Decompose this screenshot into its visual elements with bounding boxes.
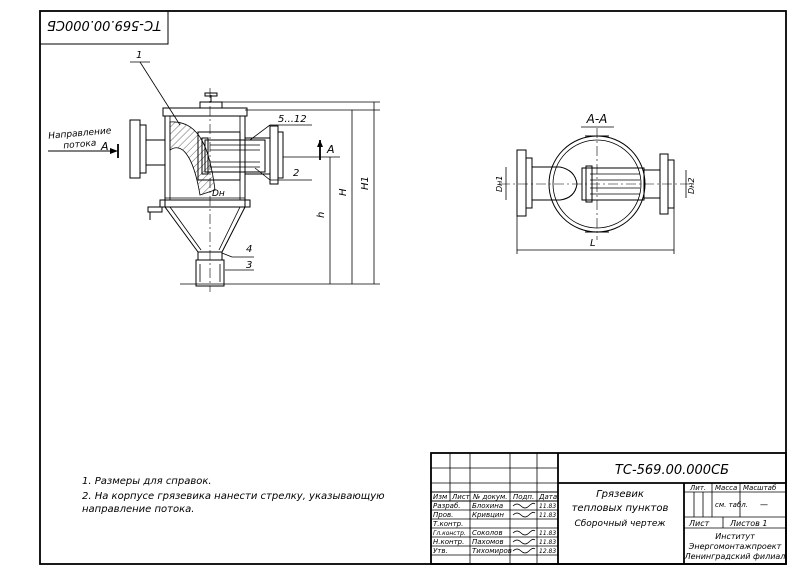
signature [512, 502, 536, 509]
strainer-side-view [129, 88, 284, 292]
signature [512, 538, 536, 545]
tb-row-date: 11.83 [539, 530, 556, 537]
callout-2: 2 [293, 168, 299, 179]
tb-sheets-label: Листов 1 [729, 519, 768, 528]
tb-head-sign: Подп. [513, 493, 534, 501]
tb-row-role: Пров. [433, 511, 453, 519]
note-2: 2. На корпусе грязевика нанести стрелку,… [82, 491, 385, 502]
dim-H1: H1 [360, 176, 371, 190]
tb-scale-value: — [760, 500, 768, 509]
title-block: Изм Лист № докум. Подп. Дата Разраб. Бло… [430, 452, 787, 565]
signature [512, 511, 536, 518]
dim-h: h [316, 212, 327, 218]
note-3: направление потока. [82, 504, 194, 515]
callout-4: 4 [246, 244, 252, 255]
tb-row-date: 11.83 [539, 512, 556, 519]
dim-dn1: Dн1 [495, 176, 504, 192]
height-dimensions: h H H1 Dн [180, 101, 380, 285]
callout-3: 3 [246, 260, 252, 271]
tb-row-date: 11.83 [539, 539, 556, 546]
tb-row-role: Разраб. [433, 502, 461, 510]
tb-row-name: Блохина [472, 502, 503, 510]
tb-row-role: Утв. [433, 547, 448, 555]
notes: 1. Размеры для справок. 2. На корпусе гр… [82, 476, 385, 515]
section-mark-left: А [100, 140, 109, 153]
tb-row-name: Тихомиров [472, 547, 512, 555]
section-view-label: А-А [586, 112, 608, 126]
tb-lit-label: Лит. [689, 484, 706, 492]
tb-mass-value: см. табл. [715, 501, 748, 509]
tb-code: ТС-569.00.000СБ [615, 463, 729, 478]
tb-row-role: Н.контр. [433, 538, 464, 546]
tb-row-role: Гл.констр. [433, 530, 466, 537]
tb-row-name: Соколов [472, 529, 503, 537]
tb-row-name: Кривцин [472, 511, 504, 519]
tb-sheet-label: Лист [688, 519, 710, 528]
top-stamp-code: ТС-569.00.000СБ [47, 17, 161, 32]
tb-row-date: 12.83 [539, 548, 556, 555]
tb-row-role: Т.контр. [433, 520, 463, 528]
signature [512, 529, 536, 536]
dim-dn: Dн [212, 189, 225, 199]
tb-doc-type: Сборочный чертеж [574, 519, 666, 529]
tb-scale-label: Масштаб [743, 484, 777, 492]
tb-name-line2: тепловых пунктов [572, 503, 669, 514]
flow-label-2: потока [63, 139, 97, 152]
top-stamp: ТС-569.00.000СБ [39, 10, 169, 45]
tb-mass-label: Масса [715, 484, 737, 492]
callouts: 1 5...12 2 4 3 [130, 50, 312, 271]
tb-rows: Разраб. Блохина 11.83 Пров. Кривцин 11.8… [433, 502, 556, 555]
dim-dn2: Dн2 [687, 178, 696, 194]
tb-row-name: Пахомов [472, 538, 504, 546]
tb-org-3: Ленинградский филиал [684, 552, 786, 561]
callout-1: 1 [136, 50, 142, 61]
tb-head-date: Дата [538, 493, 557, 501]
sheet-frame [39, 10, 787, 565]
section-view-a-a: А-А L Dн1 Dн2 [495, 112, 696, 254]
tb-head-list: Лист [451, 493, 471, 501]
signature [512, 547, 536, 554]
dim-L: L [590, 238, 596, 249]
callout-5-12: 5...12 [278, 114, 307, 125]
tb-row-date: 11.83 [539, 503, 556, 510]
dim-H: H [338, 188, 349, 196]
tb-org-1: Институт [715, 532, 755, 541]
section-mark-right: А [326, 143, 335, 156]
note-1: 1. Размеры для справок. [82, 476, 212, 487]
tb-head-izm: Изм [433, 493, 448, 501]
tb-head-doc: № докум. [472, 493, 508, 501]
tb-org-2: Энергомонтажпроект [688, 542, 782, 551]
tb-name-line1: Грязевик [596, 489, 644, 500]
